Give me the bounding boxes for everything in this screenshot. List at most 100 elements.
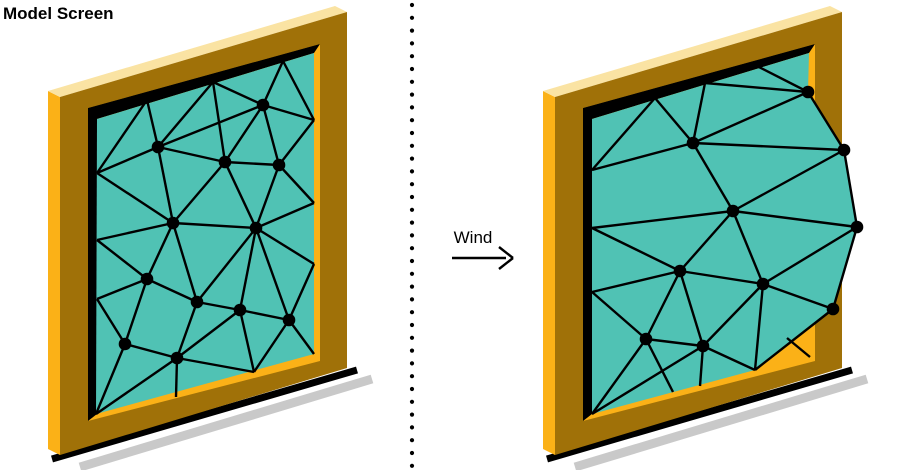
mesh-edge bbox=[591, 344, 704, 416]
mesh-node bbox=[282, 313, 296, 327]
mesh-edge bbox=[591, 226, 681, 273]
mesh-edge bbox=[806, 91, 846, 151]
mesh-edge bbox=[753, 283, 765, 371]
mesh-node bbox=[256, 98, 270, 112]
mesh-edge bbox=[175, 301, 199, 359]
divider-dot bbox=[409, 130, 415, 136]
mesh-edge bbox=[691, 82, 707, 144]
divider-dot bbox=[409, 348, 415, 353]
mesh-edge bbox=[754, 308, 834, 371]
mesh-edge bbox=[831, 226, 859, 310]
mesh-edge bbox=[261, 60, 285, 106]
mesh-edge bbox=[702, 344, 756, 372]
mesh-node bbox=[686, 136, 700, 150]
divider-dot bbox=[409, 310, 415, 315]
wind-arrow-icon bbox=[452, 246, 514, 270]
mesh-edge bbox=[96, 171, 174, 225]
mesh-edge bbox=[124, 342, 178, 360]
divider-dot bbox=[409, 374, 415, 379]
mesh-edge bbox=[145, 222, 175, 280]
frame-bottom-shadow bbox=[51, 366, 358, 463]
mesh-edge bbox=[176, 356, 255, 374]
mesh-edge bbox=[253, 319, 290, 373]
mesh-edge bbox=[702, 283, 764, 347]
mesh-edge bbox=[95, 298, 127, 345]
mesh-edge bbox=[255, 201, 315, 230]
frame-drop-shadow bbox=[573, 374, 869, 470]
mesh-edge bbox=[679, 269, 764, 286]
mesh-edge bbox=[591, 209, 734, 230]
mesh-node bbox=[166, 216, 180, 230]
mesh-edge bbox=[254, 227, 291, 321]
screen-membrane bbox=[96, 53, 314, 414]
mesh-node bbox=[118, 337, 132, 351]
mesh-edge bbox=[262, 103, 315, 122]
panel-before-wind bbox=[48, 6, 374, 470]
mesh-edge bbox=[96, 277, 148, 301]
mesh-edge bbox=[762, 282, 834, 311]
divider-dot bbox=[409, 246, 415, 251]
mesh-edge bbox=[756, 64, 809, 94]
mesh-edge bbox=[196, 300, 241, 312]
mesh-edge bbox=[644, 270, 682, 340]
mesh-edge bbox=[591, 141, 694, 172]
divider-dot bbox=[409, 79, 415, 84]
divider-dot bbox=[409, 297, 415, 302]
divider-dot bbox=[409, 258, 415, 264]
mesh-node bbox=[756, 277, 770, 291]
divider-dot bbox=[409, 399, 415, 404]
mesh-edge bbox=[731, 210, 765, 285]
mesh-node bbox=[696, 339, 710, 353]
mesh-edge bbox=[254, 164, 281, 229]
divider-dot bbox=[409, 284, 415, 289]
mesh-edge bbox=[95, 357, 178, 415]
divider-dot bbox=[409, 66, 415, 72]
mesh-edge bbox=[96, 221, 174, 242]
mesh-node bbox=[170, 351, 184, 365]
mesh-edge bbox=[238, 309, 256, 373]
mesh-node bbox=[801, 85, 815, 99]
mesh-edge bbox=[691, 142, 735, 212]
mesh-edge bbox=[591, 338, 647, 415]
screen-membrane bbox=[592, 53, 857, 414]
mesh-edge bbox=[123, 278, 149, 345]
divider-dot bbox=[409, 54, 415, 59]
mesh-edge bbox=[156, 146, 175, 224]
mesh-node bbox=[233, 303, 247, 317]
frame-top-face bbox=[543, 6, 842, 97]
arrow-barb bbox=[498, 257, 514, 270]
mesh-edge bbox=[174, 357, 179, 398]
mesh-edge bbox=[281, 60, 316, 121]
divider-dot bbox=[409, 156, 415, 161]
mesh-edge bbox=[288, 319, 315, 355]
divider-dot bbox=[409, 438, 415, 443]
mesh-edge bbox=[591, 97, 656, 171]
mesh-edge bbox=[196, 227, 257, 303]
divider-dot bbox=[409, 207, 415, 212]
divider-dot bbox=[409, 361, 415, 366]
divider-dot bbox=[409, 412, 415, 417]
mesh-edge bbox=[172, 161, 226, 224]
mesh-node bbox=[726, 204, 740, 218]
mesh-edge bbox=[732, 209, 858, 229]
divider-dot bbox=[409, 233, 415, 238]
mesh-edge bbox=[96, 145, 159, 175]
mesh-edge bbox=[704, 81, 809, 94]
mesh-edge bbox=[157, 103, 264, 149]
divider-dot bbox=[409, 463, 415, 468]
mesh-node bbox=[140, 272, 154, 286]
divider-dot bbox=[409, 15, 415, 20]
mesh-edge bbox=[171, 222, 199, 303]
mesh-edge bbox=[287, 263, 316, 321]
divider-dot bbox=[409, 322, 415, 328]
mesh-edge bbox=[278, 119, 315, 166]
mesh-edge bbox=[224, 104, 264, 163]
mesh-edge bbox=[692, 141, 845, 152]
mesh-node bbox=[673, 264, 687, 278]
wind-label: Wind bbox=[454, 228, 493, 247]
divider-dot bbox=[409, 2, 415, 8]
mesh-edge bbox=[145, 99, 160, 148]
divider-dot bbox=[409, 92, 415, 97]
